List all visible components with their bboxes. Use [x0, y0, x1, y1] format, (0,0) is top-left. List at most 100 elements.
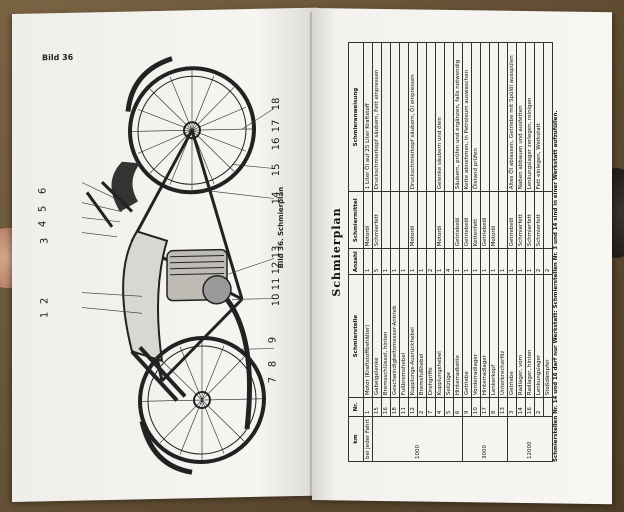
count-cell: 1: [525, 248, 535, 275]
callout-3: 3: [39, 237, 51, 245]
header-km: km: [348, 416, 364, 462]
callout-8: 8: [267, 360, 279, 368]
action-cell: Fett einlegen, Werkstatt: [534, 42, 544, 192]
nr-cell: 9: [462, 397, 472, 417]
table-header-row: km Nr. Schmierstelle Anzahl Schmiermitte…: [348, 42, 364, 462]
count-cell: 1: [489, 248, 499, 275]
point-cell: Vorderradlager: [471, 274, 481, 398]
callout-10: 10: [270, 293, 282, 307]
callout-2: 2: [39, 297, 51, 305]
point-cell: Lenkerkopf: [489, 274, 499, 398]
action-cell: [480, 42, 490, 192]
action-cell: Naben abbauen und ausfetten: [516, 42, 526, 192]
agent-cell: [381, 191, 391, 249]
fuel-tank: [122, 230, 169, 363]
header-action: Schmieranweisung: [348, 42, 364, 192]
callout-9: 9: [267, 336, 279, 344]
nr-cell: 12: [408, 397, 418, 417]
count-cell: 2: [426, 248, 436, 275]
nr-cell: 14: [516, 397, 526, 417]
action-cell: [489, 42, 499, 192]
agent-cell: Getriebeöl: [462, 191, 472, 249]
action-cell: [390, 42, 400, 192]
agent-cell: [417, 191, 427, 249]
point-cell: Getriebe: [462, 274, 472, 398]
nr-cell: 15: [372, 397, 382, 417]
action-cell: [399, 42, 409, 192]
header-nr: Nr.: [348, 397, 364, 417]
action-cell: [426, 42, 436, 192]
point-cell: Kupplungs-Ausrückhebel: [408, 274, 418, 398]
count-cell: 1: [480, 248, 490, 275]
count-cell: 1: [453, 248, 463, 275]
nr-cell: 1: [363, 397, 373, 417]
count-cell: 5: [372, 248, 382, 275]
agent-cell: Getriebeöl: [480, 191, 490, 249]
action-cell: [417, 42, 427, 192]
plan-title: Schmierplan: [330, 207, 343, 297]
action-cell: Kette abnehmen, in Petroleum auswaschen: [462, 42, 472, 192]
callout-13: 13: [270, 245, 282, 259]
action-cell: [381, 42, 391, 192]
point-cell: Motor (Kraftstoffbehälter): [363, 274, 373, 398]
count-cell: 4: [444, 248, 454, 275]
nr-cell: 5: [444, 397, 454, 417]
nr-cell: 7: [426, 397, 436, 417]
left-page: Bild 36: [12, 7, 318, 503]
engine: [166, 248, 232, 305]
nr-cell: 2: [417, 397, 427, 417]
agent-cell: Schmierfett: [525, 191, 535, 249]
agent-cell: Motoröl: [408, 191, 418, 249]
point-cell: Radlager, hinten: [525, 274, 535, 398]
callout-leaders: [81, 108, 275, 350]
agent-cell: Kettenfett: [471, 191, 481, 249]
action-cell: Altes Öl ablassen, Getriebe mit Spülöl a…: [507, 42, 517, 192]
count-cell: 1: [390, 248, 400, 275]
callout-1: 1: [39, 311, 51, 319]
callout-15: 15: [270, 163, 282, 177]
exhaust: [224, 297, 252, 430]
action-cell: Säubern, prüfen und ergänzen, falls notw…: [453, 42, 463, 192]
callout-5: 5: [37, 205, 49, 213]
count-cell: 1: [516, 248, 526, 275]
count-cell: 1: [417, 248, 427, 275]
callout-4: 4: [37, 220, 49, 228]
footnote: Schmierstellen Nr. 14 und 16 darf nur We…: [553, 110, 559, 462]
nr-cell: 3: [507, 397, 517, 417]
count-cell: 1: [435, 248, 445, 275]
km-cell: bei jeder Fahrt: [363, 416, 373, 462]
callout-7: 7: [267, 376, 279, 384]
agent-cell: Schmierfett: [516, 191, 526, 249]
nr-cell: 4: [435, 397, 445, 417]
agent-cell: [399, 191, 409, 249]
point-cell: Gabelgelenke: [372, 274, 382, 398]
agent-cell: Schmierfett: [534, 191, 544, 249]
nr-cell: 10: [471, 397, 481, 417]
agent-cell: [444, 191, 454, 249]
km-cell: 1000: [372, 416, 463, 462]
action-cell: [444, 42, 454, 192]
agent-cell: [498, 191, 508, 249]
count-cell: 1: [408, 248, 418, 275]
motorcycle-drawing: [81, 56, 275, 475]
agent-cell: [426, 191, 436, 249]
callout-6: 6: [37, 187, 49, 195]
agent-cell: Motoröl: [489, 191, 499, 249]
callout-14: 14: [270, 191, 282, 205]
agent-cell: Motoröl: [435, 191, 445, 249]
nr-cell: 11: [399, 397, 409, 417]
nr-cell: 8: [489, 397, 499, 417]
nr-cell: 2: [534, 397, 544, 417]
count-cell: 1: [507, 248, 517, 275]
